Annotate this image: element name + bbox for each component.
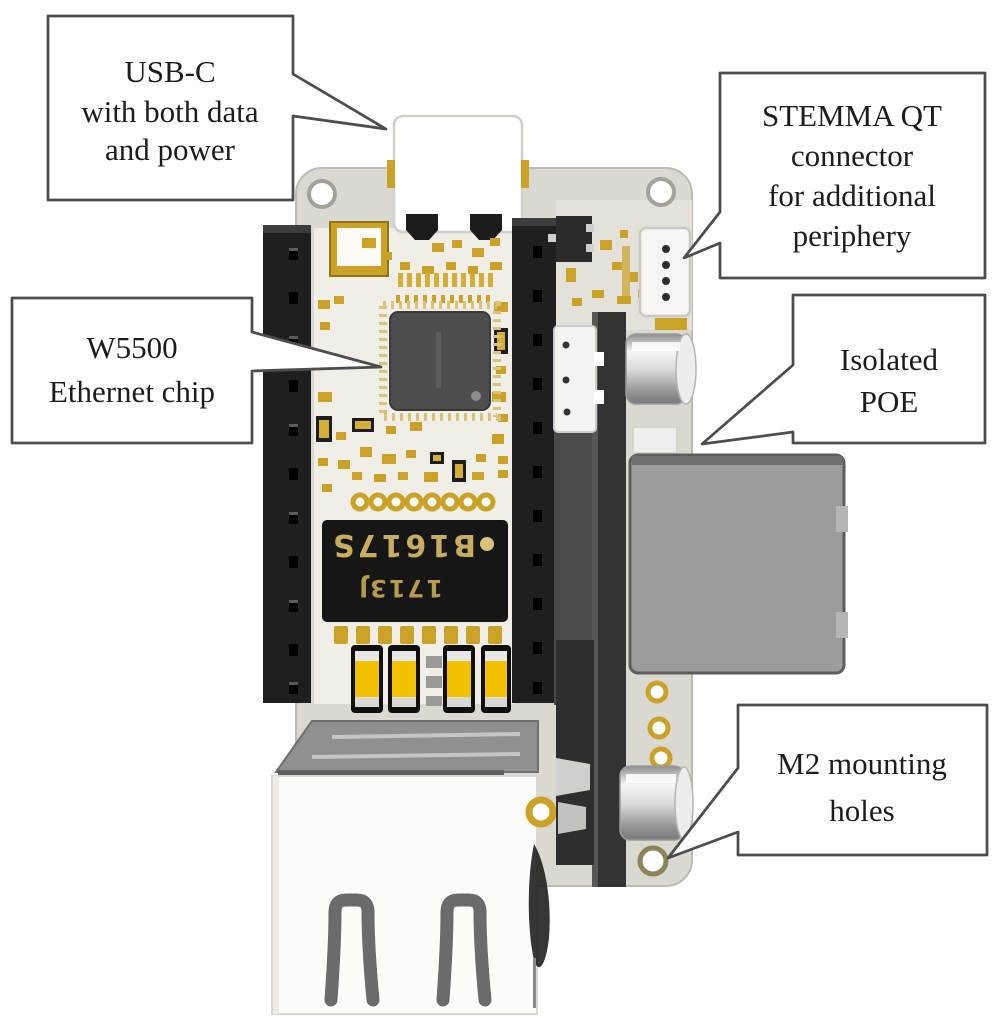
- callout-w5500-line1: W5500: [86, 330, 177, 365]
- stemma-qt-connector: [638, 226, 692, 330]
- callout-usb-c: USB-C with both data and power: [46, 14, 388, 202]
- w5500-chip: [379, 301, 501, 421]
- yellow-capacitors: [351, 645, 511, 713]
- capacitor-top: [625, 333, 697, 405]
- header-pins-left: [263, 225, 311, 703]
- callout-stemma-line1: STEMMA QT: [762, 98, 942, 133]
- callout-usb-c-box: [46, 14, 388, 202]
- transformer-marking-line2: 1713J: [357, 574, 443, 602]
- callout-stemma-qt: STEMMA QT connector for additional perip…: [682, 71, 987, 280]
- callout-isolated-poe: Isolated POE: [700, 293, 987, 446]
- usb-shell-tab-right: [470, 214, 502, 240]
- callout-usb-c-line3: and power: [105, 132, 236, 167]
- callout-w5500-box: [10, 296, 383, 445]
- through-hole-pad: [525, 796, 557, 828]
- callout-poe-line1: Isolated: [840, 342, 939, 377]
- header-pins-right: [512, 218, 556, 703]
- callout-poe-line2: POE: [860, 384, 919, 419]
- mounting-hole-top-left: [307, 179, 337, 209]
- pin1-dot: [480, 537, 494, 551]
- usb-c-connector: [387, 114, 529, 240]
- transformer-marking-line1: B1617S: [330, 527, 476, 562]
- rj45-ethernet-jack: [271, 720, 557, 1015]
- rj45-clip-left: [324, 893, 380, 1007]
- castellation-pads: [350, 492, 496, 512]
- stemma-pad: [655, 318, 687, 330]
- callout-isolated-poe-box: [700, 293, 987, 446]
- poe-module: [628, 453, 848, 675]
- callout-m2-box: [666, 703, 989, 860]
- side-connector: [553, 325, 597, 433]
- solder-pad-row: [334, 626, 502, 644]
- usb-side-pad-right: [521, 160, 529, 188]
- sot-chip: [548, 216, 594, 262]
- usb-shell-tab-left: [406, 214, 438, 240]
- small-resistors: [426, 656, 442, 706]
- callout-w5500: W5500 Ethernet chip: [10, 296, 383, 445]
- capacitor-bottom: [619, 765, 694, 841]
- poe-transformer-chip: B1617S 1713J: [322, 520, 508, 622]
- callout-m2-line1: M2 mounting: [777, 746, 947, 781]
- poe-daughterboard: [553, 312, 626, 887]
- callout-stemma-line2: connector: [791, 138, 914, 173]
- mounting-hole-top-right: [646, 177, 676, 207]
- rj45-clip-right: [436, 893, 492, 1007]
- callout-stemma-qt-box: [682, 71, 987, 280]
- callout-usb-c-line1: USB-C: [124, 54, 215, 89]
- callout-stemma-line4: periphery: [793, 218, 912, 253]
- callout-usb-c-line2: with both data: [81, 94, 259, 129]
- usb-side-pad-left: [387, 160, 395, 188]
- oscillator: [329, 221, 389, 277]
- callout-m2-holes: M2 mounting holes: [666, 703, 989, 860]
- callout-stemma-line3: for additional: [768, 178, 936, 213]
- callout-w5500-line2: Ethernet chip: [49, 374, 215, 409]
- mounting-hole-bottom-right: [637, 845, 669, 877]
- small-component: [632, 426, 678, 454]
- shadow: [528, 844, 550, 1008]
- through-hole-rings: [645, 680, 673, 770]
- callout-m2-line2: holes: [829, 793, 894, 828]
